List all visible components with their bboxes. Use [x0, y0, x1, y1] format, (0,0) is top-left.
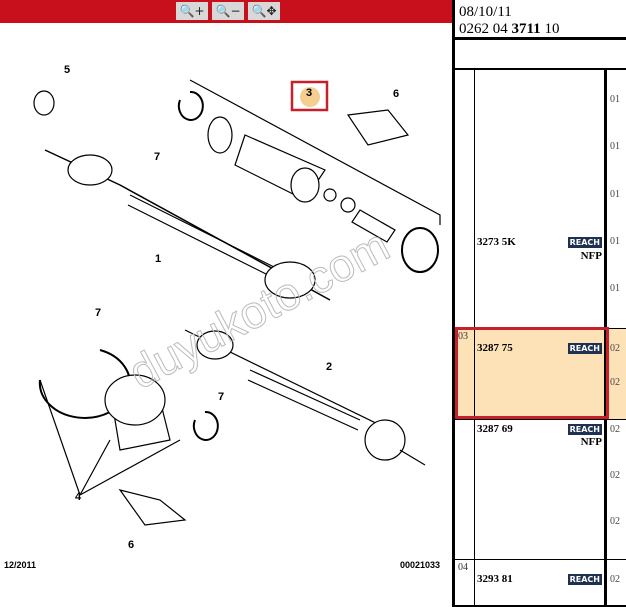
parts-diagram: 1 2 3 4 5 6 6 7 7 7 12/2011 00021033 duy… — [4, 64, 441, 570]
reach-badge: REACH — [567, 343, 602, 354]
diagram-ref: 00021033 — [400, 560, 440, 570]
zoom-out-icon: 🔍− — [215, 4, 241, 18]
header-code: 0262 04 3711 10 — [459, 21, 560, 37]
callout-7c[interactable]: 7 — [218, 391, 224, 403]
callout-7b[interactable]: 7 — [95, 307, 101, 319]
selection-frame — [455, 327, 609, 419]
callout-6a[interactable]: 6 — [393, 88, 399, 100]
part-number[interactable]: 3287 69 — [477, 423, 513, 435]
nfp-label: NFP — [580, 250, 602, 262]
reach-badge: REACH — [567, 574, 602, 585]
joint-1-left — [67, 154, 113, 186]
header-date: 08/10/11 — [459, 4, 512, 20]
watermark: duyukoto.com — [120, 218, 397, 398]
part-number[interactable]: 3273 5K — [477, 236, 516, 248]
callout-3[interactable]: 3 — [306, 87, 312, 99]
part-number[interactable]: 3287 75 — [477, 342, 513, 354]
callout-2[interactable]: 2 — [326, 361, 332, 373]
toolbar: 🔍+ 🔍− 🔍✥ — [0, 0, 452, 23]
zoom-move-button[interactable]: 🔍✥ — [248, 2, 280, 20]
panel-divider — [452, 0, 455, 607]
zoom-out-button[interactable]: 🔍− — [212, 2, 244, 20]
callout-4[interactable]: 4 — [75, 491, 82, 503]
reach-badge: REACH — [567, 424, 602, 435]
callout-7a[interactable]: 7 — [154, 151, 160, 163]
info-header: 08/10/11 0262 04 3711 10 — [455, 0, 626, 40]
diagram-date: 12/2011 — [4, 560, 36, 570]
callout-6b[interactable]: 6 — [128, 539, 134, 551]
callout-1[interactable]: 1 — [155, 253, 161, 265]
callout-5[interactable]: 5 — [64, 64, 70, 76]
zoom-move-icon: 🔍✥ — [251, 4, 277, 18]
nfp-label: NFP — [580, 436, 602, 448]
part-number[interactable]: 3293 81 — [477, 573, 513, 585]
zoom-in-button[interactable]: 🔍+ — [176, 2, 208, 20]
zoom-in-icon: 🔍+ — [179, 4, 205, 18]
reach-badge: REACH — [567, 237, 602, 248]
